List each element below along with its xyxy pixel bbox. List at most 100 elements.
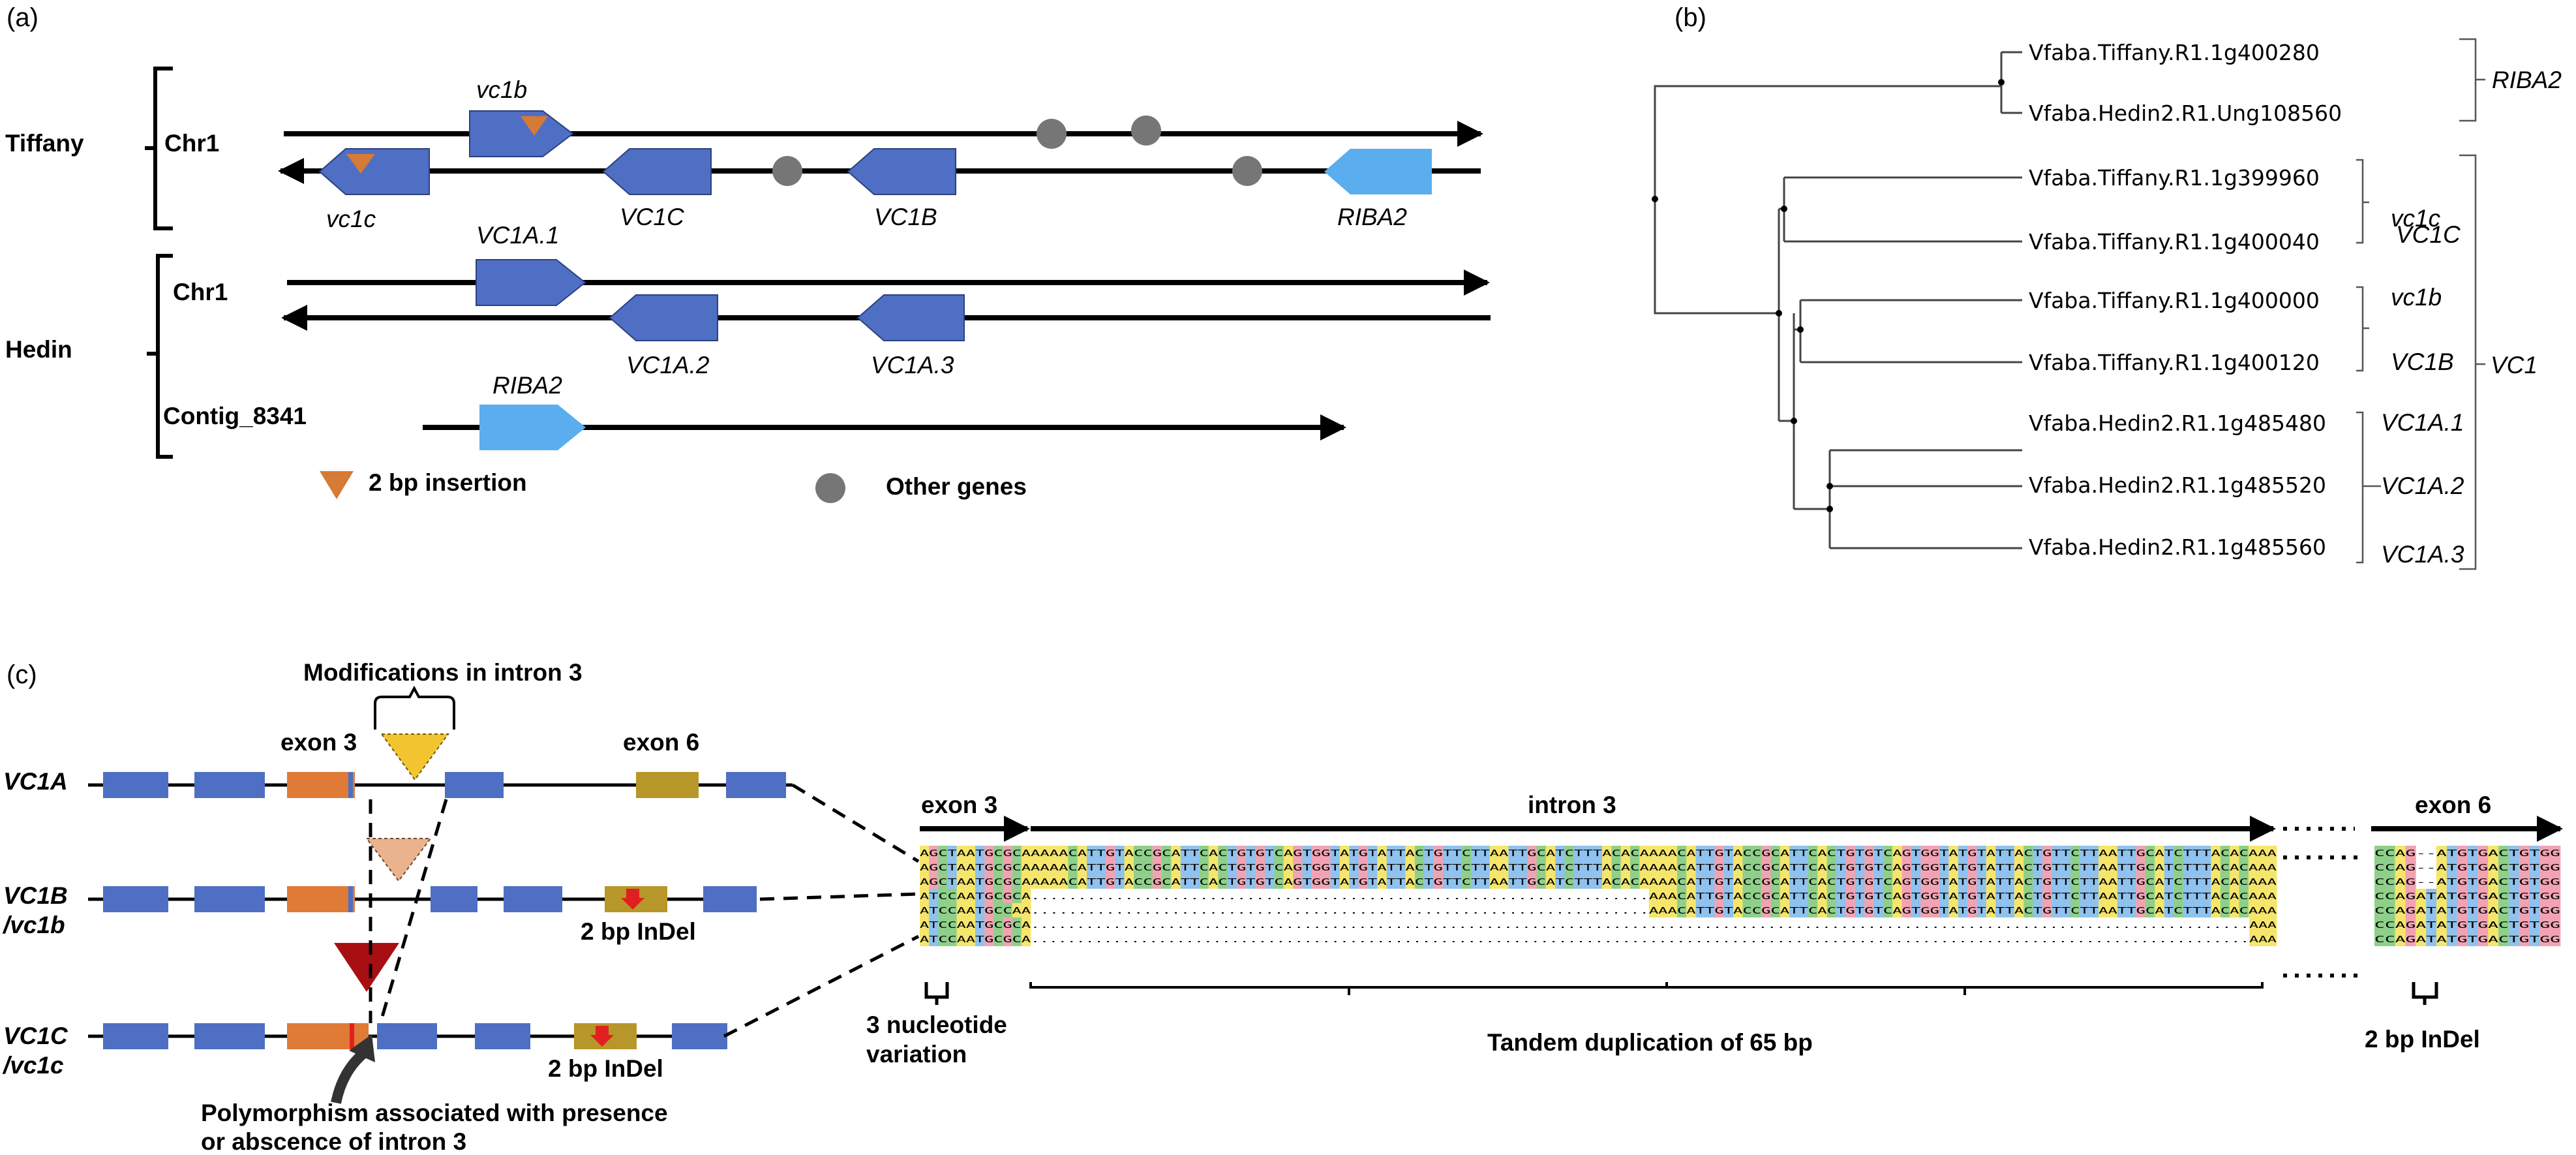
gene-VC1C [602, 148, 712, 195]
alignment-sequence-row: CCAGATATGTGACTGTGG [2374, 906, 2560, 916]
alignment-sequence-row: ATCCAATGCGCA [920, 892, 1031, 902]
gene-label-VC1B: VC1B [874, 204, 937, 230]
gene-VC1B [847, 148, 956, 195]
intron-modification-red [334, 943, 399, 992]
group-brackets [2356, 38, 2485, 570]
gene-vc1b [469, 110, 574, 157]
phylogenetic-tree [1654, 51, 2022, 549]
nt-variation-brace [924, 982, 949, 1005]
indel-arrow [590, 1026, 614, 1047]
gene-label-VC1A-1: VC1A.1 [476, 222, 560, 249]
leaf-label: Vfaba.Tiffany.R1.1g400280 [2029, 40, 2320, 65]
row-label-VC1A: VC1A [3, 768, 68, 795]
intron-dashed-guides [369, 799, 448, 1024]
legend-insertion-label: 2 bp insertion [369, 469, 527, 496]
gene-label-vc1c: vc1c [326, 206, 376, 232]
alignment-sequence-row: AAAACATTGTACCGCATTCACTGTGTCAGTGGTATGTATT… [1031, 878, 2277, 887]
alignment-sequence-row: CCAG--ATGTGACTGTGG [2374, 849, 2560, 859]
gene-label-RIBA2-hedin: RIBA2 [492, 372, 562, 399]
group-label-riba2: RIBA2 [2492, 67, 2562, 93]
leaf-label: Vfaba.Tiffany.R1.1g400120 [2029, 350, 2320, 375]
tandem-duplication-label: Tandem duplication of 65 bp [1487, 1029, 1813, 1056]
modifications-label: Modifications in intron 3 [303, 659, 583, 686]
legend-other-genes-label: Other genes [886, 473, 1027, 500]
exons-VC1A [103, 772, 786, 798]
gene-label-VC1C: VC1C [2396, 221, 2461, 248]
alignment-sequence-row: CCAG--ATGTGACTGTGG [2374, 863, 2560, 873]
other-gene-marker [772, 156, 802, 186]
legend-insertion-icon [320, 471, 354, 499]
gene-label-vc1b: vc1b [2391, 284, 2442, 311]
gene-vc1c [318, 148, 430, 195]
alignment-sequence-row: AGCTAATGCGCA [920, 863, 1031, 873]
panel-a-label: (a) [7, 3, 38, 32]
alignment-sequence-row: CCAG--ATGTGACTGTGG [2374, 878, 2560, 887]
other-gene-marker [1037, 119, 1067, 149]
alignment-sequence-row: ........................................… [1031, 892, 2277, 902]
alignment-sequence-row: CCAGATATGTGACTGTGG [2374, 921, 2560, 931]
indel-label-VC1B: 2 bp InDel [581, 918, 696, 945]
exon3-label: exon 3 [280, 729, 357, 756]
align-exon6-label: exon 6 [2415, 792, 2491, 818]
gene-VC1A-2 [609, 294, 718, 341]
gene-VC1A-1 [476, 259, 586, 306]
panel-a: (a) Tiffany Chr1 vc1b vc1c VC1C VC1B RIB… [5, 3, 1491, 503]
panel-b: (b) Vfaba.Tiffany.R1.1g400280 Vfaba.Hedi… [1652, 3, 2562, 570]
row-label-VC1B: VC1B [3, 882, 68, 909]
intron-modification-yellow [380, 733, 449, 781]
other-gene-marker [1232, 156, 1262, 186]
gene-label-VC1B: VC1B [2391, 348, 2454, 375]
leaf-label: Vfaba.Hedin2.R1.1g485480 [2029, 410, 2326, 436]
polymorphism-arrow-head [349, 1034, 375, 1062]
gene-label-VC1A-1: VC1A.1 [2381, 409, 2464, 436]
indel-bottom-label: 2 bp InDel [2365, 1026, 2480, 1053]
panel-c: (c) Modifications in intron 3 exon 3 exo… [2, 659, 2563, 1155]
alignment-sequence-row: AGCTAATGCGCA [920, 878, 1031, 887]
insertion-marker [346, 154, 375, 174]
alignment-connectors [723, 783, 920, 1038]
nt-variation-label-1: 3 nucleotide [866, 1011, 1007, 1038]
gene-label-VC1A-3: VC1A.3 [2381, 541, 2464, 568]
alignment-sequence-row: AAAACATTGTACCGCATTCACTGTGTCAGTGGTATGTATT… [1031, 863, 2277, 873]
other-gene-marker [1131, 116, 1161, 146]
group-label-vc1: VC1 [2491, 352, 2538, 378]
row-label-VC1C: VC1C [3, 1023, 68, 1049]
intron-modification-peach [365, 838, 432, 882]
panel-b-label: (b) [1674, 3, 1706, 32]
gene-label-vc1c: vc1c [2391, 205, 2441, 232]
alignment-sequence-row: CCAGATATGTGACTGTGG [2374, 892, 2560, 902]
alignment-sequence-row: ........................................… [1031, 935, 2277, 945]
tandem-duplication-brace [1029, 982, 2264, 995]
gene-label-VC1A-2: VC1A.2 [2381, 472, 2464, 499]
leaf-label: Vfaba.Tiffany.R1.1g400040 [2029, 229, 2320, 254]
panel-c-label: (c) [7, 660, 37, 689]
insertion-marker [521, 116, 548, 136]
alignment-sequence-row: ........................................… [1031, 906, 2277, 916]
leaf-label: Vfaba.Hedin2.R1.1g485520 [2029, 472, 2326, 498]
tiffany-label: Tiffany [5, 130, 84, 157]
alignment-sequence-row: CCAGATATGTGACTGTGG [2374, 935, 2560, 945]
polymorphism-label-1: Polymorphism associated with presence [201, 1100, 668, 1126]
gene-VC1A-3 [856, 294, 965, 341]
alignment-sequence-row: ATCCAATGCCAA [920, 906, 1031, 916]
alignment-sequence-row: ATCCAATGCGCA [920, 935, 1031, 945]
indel-arrow [621, 889, 644, 910]
alignment-separator [2283, 855, 2365, 978]
polymorphism-label-2: or abscence of intron 3 [201, 1128, 466, 1155]
gene-label-RIBA2-tiffany: RIBA2 [1337, 204, 1407, 230]
gene-RIBA2-hedin [479, 405, 586, 450]
legend-other-genes-icon [815, 473, 845, 503]
exon6-label: exon 6 [623, 729, 699, 756]
leaf-label: Vfaba.Tiffany.R1.1g399960 [2029, 165, 2320, 191]
polymorphism-arrow [331, 1047, 369, 1104]
hedin-contig-label: Contig_8341 [163, 403, 307, 429]
leaf-label: Vfaba.Hedin2.R1.1g485560 [2029, 534, 2326, 560]
gene-label-VC1A-2: VC1A.2 [626, 352, 710, 378]
exons-VC1B [103, 886, 757, 912]
leaf-label: Vfaba.Tiffany.R1.1g400000 [2029, 288, 2320, 313]
gene-label-vc1b: vc1b [476, 76, 527, 103]
hedin-chr-label: Chr1 [173, 279, 228, 305]
tiffany-chr-label: Chr1 [164, 130, 219, 157]
